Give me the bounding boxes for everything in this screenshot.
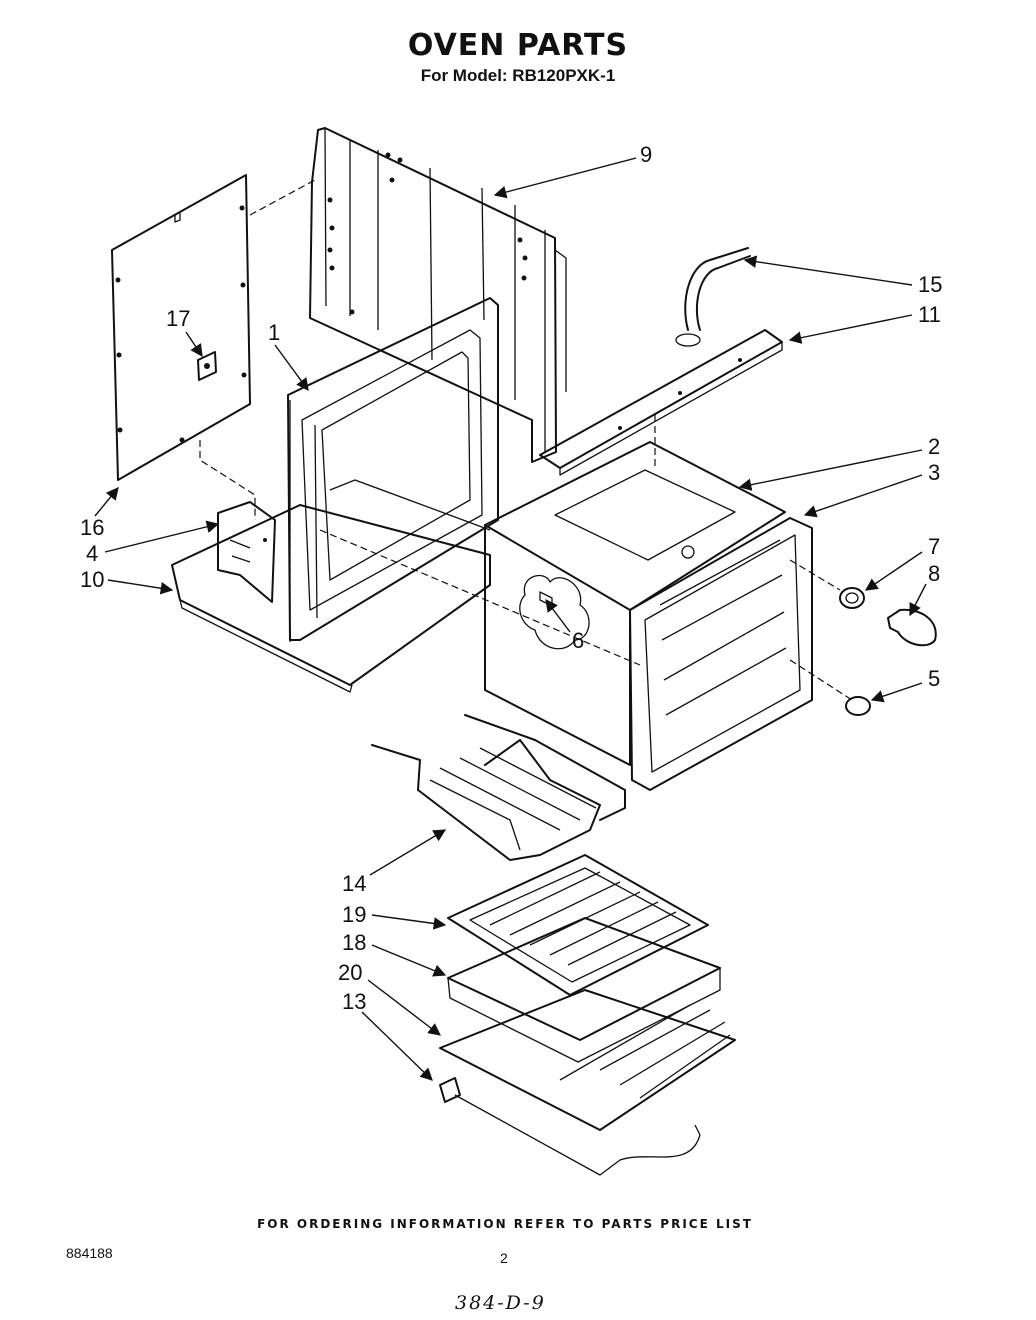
support-bar-part-11 — [539, 329, 783, 476]
ordering-info-note: FOR ORDERING INFORMATION REFER TO PARTS … — [257, 1217, 753, 1231]
alignment-line — [199, 440, 256, 520]
svg-text:19: 19 — [342, 902, 366, 927]
rear-panel-part-9 — [309, 127, 567, 463]
light-socket-part-7 — [839, 587, 865, 609]
door-gasket-part-3 — [629, 517, 813, 791]
svg-text:15: 15 — [918, 272, 942, 297]
document-number: 884188 — [66, 1245, 113, 1261]
broiler-grid-part-19 — [447, 854, 709, 996]
svg-text:10: 10 — [80, 567, 104, 592]
svg-text:11: 11 — [918, 302, 941, 327]
bake-element-part-14 — [371, 714, 626, 861]
svg-text:4: 4 — [86, 541, 98, 566]
callout-labels: 9 15 11 2 3 7 8 5 17 1 16 4 10 6 14 19 1 — [80, 142, 942, 1081]
oven-rack-part-20 — [439, 989, 736, 1176]
model-subtitle: For Model: RB120PXK-1 — [420, 66, 616, 85]
svg-text:13: 13 — [342, 989, 366, 1014]
alignment-line — [249, 179, 316, 216]
svg-text:18: 18 — [342, 930, 366, 955]
page-title: OVEN PARTS — [407, 28, 629, 63]
alignment-line — [789, 559, 841, 591]
svg-text:2: 2 — [928, 434, 940, 459]
bottom-tray-part-10 — [171, 479, 491, 693]
svg-text:3: 3 — [928, 460, 940, 485]
svg-text:8: 8 — [928, 561, 940, 586]
svg-text:14: 14 — [342, 871, 366, 896]
broiler-pan-part-18 — [447, 917, 721, 1063]
svg-text:1: 1 — [268, 320, 280, 345]
svg-text:5: 5 — [928, 666, 940, 691]
front-frame-part-1 — [287, 297, 499, 642]
alignment-line — [319, 529, 641, 666]
page-number: 2 — [500, 1250, 508, 1266]
svg-text:16: 16 — [80, 515, 104, 540]
bracket-part-4 — [217, 501, 276, 603]
rack-support-part-13 — [439, 1077, 461, 1103]
svg-text:6: 6 — [572, 628, 584, 653]
light-bulb-part-8 — [887, 608, 937, 647]
svg-text:7: 7 — [928, 534, 940, 559]
side-panel-part-16 — [111, 174, 251, 481]
tube-part-15 — [675, 247, 751, 347]
svg-text:20: 20 — [338, 960, 362, 985]
handwritten-note: 384-D-9 — [455, 1292, 546, 1314]
svg-text:9: 9 — [640, 142, 652, 167]
plate-part-17 — [197, 351, 217, 381]
light-lens-part-5 — [845, 696, 871, 716]
oven-cavity-part-2 — [484, 441, 786, 766]
alignment-line — [789, 659, 853, 701]
svg-text:17: 17 — [166, 306, 190, 331]
